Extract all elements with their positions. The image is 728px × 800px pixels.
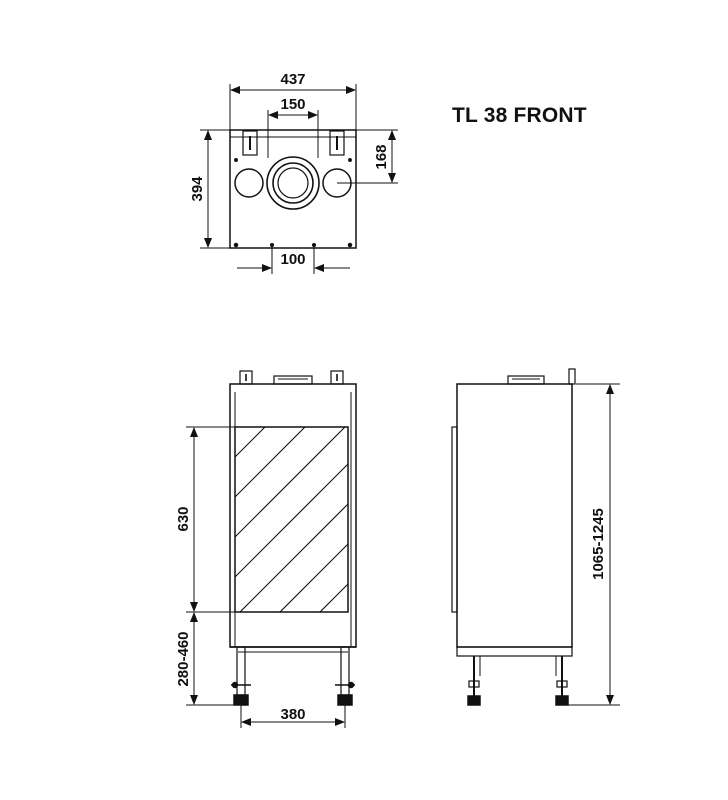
side-body (456, 383, 573, 648)
front-right-foot (337, 694, 353, 706)
left-bracket (242, 130, 258, 156)
front-left-leg (236, 646, 246, 696)
dim-1065-1245: 1065-1245 (590, 508, 607, 580)
flue-collar-mid (272, 162, 314, 204)
top-view (229, 129, 357, 249)
front-view (229, 370, 357, 706)
glass-door (234, 426, 349, 613)
dim-437: 437 (280, 71, 305, 88)
side-glass-edge (451, 426, 458, 613)
dim-150: 150 (280, 96, 305, 113)
side-view-dimensions (568, 383, 620, 706)
right-bracket (329, 130, 345, 156)
front-view-dimensions (186, 426, 346, 728)
drawing-title: TL 38 FRONT (452, 104, 587, 127)
top-view-body (229, 129, 357, 249)
dim-100: 100 (280, 251, 305, 268)
dim-394: 394 (189, 176, 206, 202)
glass-hatching (235, 427, 348, 612)
dim-630: 630 (175, 506, 192, 531)
front-left-foot (233, 694, 249, 706)
left-port (234, 168, 264, 198)
flue-collar-inner (277, 167, 309, 199)
dim-380: 380 (280, 706, 305, 723)
front-right-leg (340, 646, 350, 696)
top-view-dimensions (200, 84, 398, 274)
flue-collar-outer (266, 156, 320, 210)
dim-168: 168 (373, 144, 390, 169)
dim-280-460: 280-460 (175, 631, 192, 686)
side-view (451, 368, 576, 706)
